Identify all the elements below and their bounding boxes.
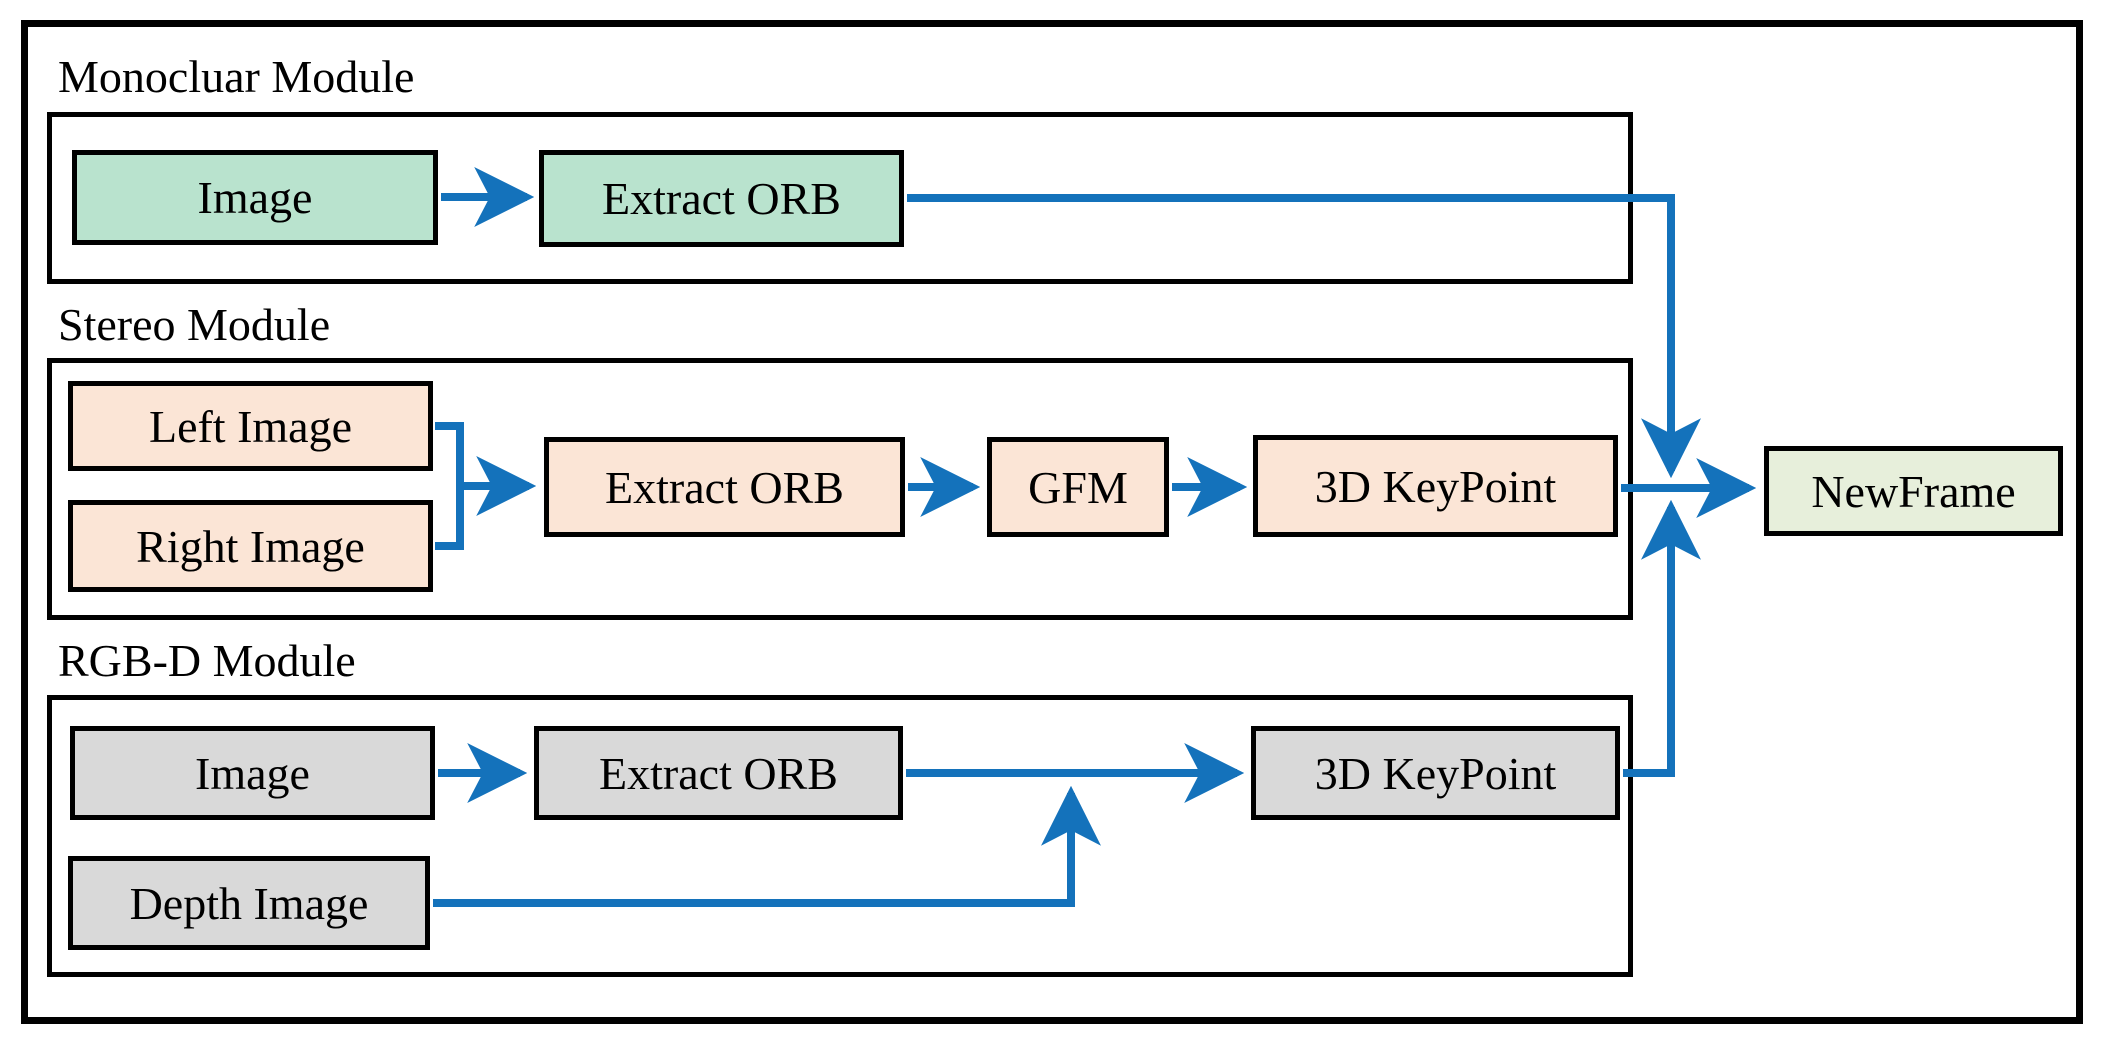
- stereo-left-image-label: Left Image: [148, 400, 353, 452]
- stereo-extract-orb-label: Extract ORB: [605, 461, 844, 513]
- stereo-module-title: Stereo Module: [58, 299, 331, 350]
- rgbd-depth-image-node: Depth Image: [68, 856, 430, 950]
- rgbd-extract-orb-node: Extract ORB: [534, 726, 903, 820]
- stereo-3d-keypoint-label: 3D KeyPoint: [1314, 460, 1557, 512]
- rgbd-3d-keypoint-node: 3D KeyPoint: [1251, 726, 1620, 820]
- stereo-extract-orb-node: Extract ORB: [544, 437, 905, 537]
- new-frame-label: NewFrame: [1811, 465, 2016, 517]
- stereo-gfm-node: GFM: [987, 437, 1169, 537]
- monocular-extract-orb-node: Extract ORB: [539, 150, 904, 247]
- stereo-3d-keypoint-node: 3D KeyPoint: [1253, 435, 1618, 537]
- rgbd-module-title: RGB-D Module: [58, 635, 356, 686]
- monocular-module-title: Monocluar Module: [58, 51, 415, 102]
- rgbd-3d-keypoint-label: 3D KeyPoint: [1314, 747, 1557, 799]
- rgbd-image-node: Image: [70, 726, 435, 820]
- monocular-image-label: Image: [197, 172, 313, 223]
- stereo-right-image-label: Right Image: [136, 520, 365, 572]
- rgbd-depth-image-label: Depth Image: [129, 877, 369, 929]
- rgbd-extract-orb-label: Extract ORB: [599, 747, 838, 799]
- rgbd-image-label: Image: [195, 747, 310, 799]
- monocular-image-node: Image: [72, 150, 438, 245]
- monocular-extract-orb-label: Extract ORB: [602, 173, 841, 224]
- stereo-right-image-node: Right Image: [68, 500, 433, 592]
- stereo-left-image-node: Left Image: [68, 381, 433, 471]
- new-frame-node: NewFrame: [1764, 446, 2063, 536]
- stereo-gfm-label: GFM: [1028, 461, 1128, 513]
